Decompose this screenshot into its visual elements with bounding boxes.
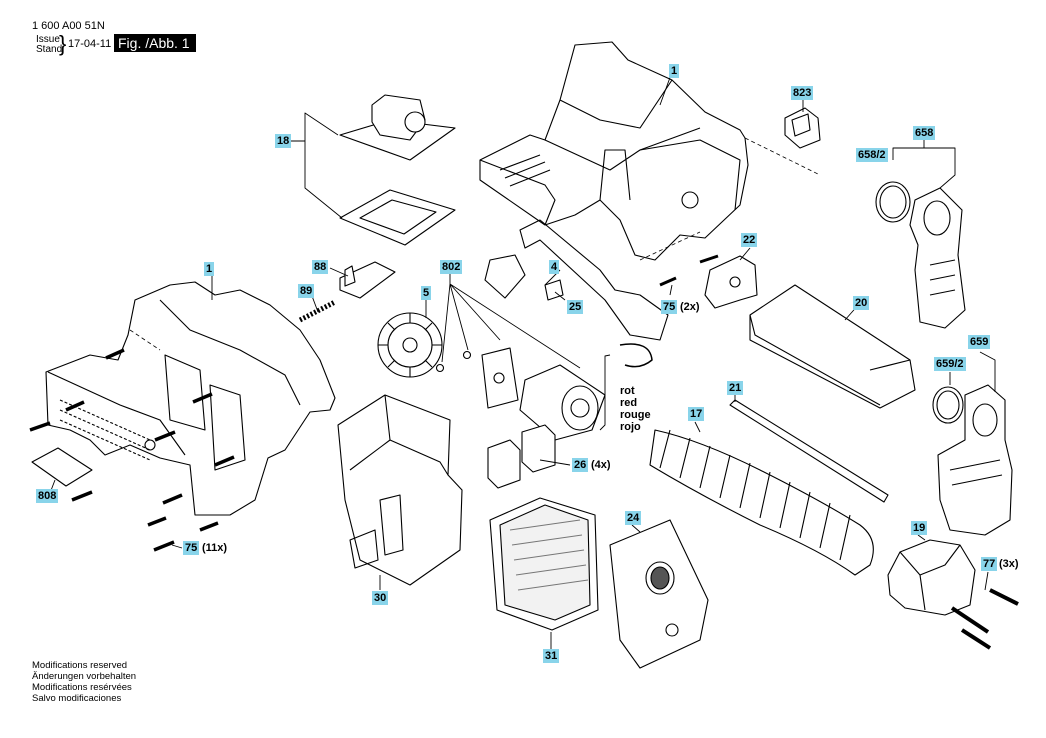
tube-part — [749, 284, 916, 409]
callout-part-31: 31 — [543, 649, 560, 663]
footer-note: Modifications resérvées — [32, 682, 132, 693]
fan-part — [377, 312, 443, 378]
filter-pad-part — [487, 424, 556, 489]
callout-part-1-upper: 1 — [669, 64, 680, 78]
callout-part-5: 5 — [421, 286, 432, 300]
document-number: 1 600 A00 51N — [32, 20, 105, 32]
adapter-part — [932, 384, 1013, 536]
bracket-part — [484, 219, 669, 368]
callout-part-17: 17 — [688, 407, 705, 421]
callout-part-21: 21 — [727, 381, 744, 395]
callout-part-26: 26 — [572, 458, 589, 472]
callout-part-24: 24 — [625, 511, 642, 525]
rod-part — [729, 399, 889, 503]
leader-lines — [49, 71, 996, 649]
wire-color-label: rot — [620, 385, 635, 397]
callout-part-25: 25 — [567, 300, 584, 314]
washer-part — [435, 347, 519, 409]
cover-part — [609, 519, 709, 669]
callout-part-4: 4 — [549, 260, 560, 274]
quantity-77: (3x) — [999, 558, 1019, 570]
callout-part-88: 88 — [312, 260, 329, 274]
screw-group-75 — [29, 348, 235, 552]
modifications-note: Modifications reserved Änderungen vorbeh… — [32, 660, 136, 704]
footer-note: Modifications reserved — [32, 660, 128, 671]
wire-color-label: red — [620, 397, 638, 409]
screw-group-77 — [950, 588, 1019, 650]
guide-part — [875, 181, 966, 329]
quantity-75-lower: (11x) — [202, 542, 228, 554]
stand-label: Stand — [36, 44, 63, 55]
assembly-lines — [129, 137, 821, 351]
callout-part-19: 19 — [911, 521, 928, 535]
wire-color-labels: rot red rouge rojo — [620, 385, 651, 433]
issue-date: 17-04-11 — [68, 38, 112, 50]
callout-part-659-2: 659/2 — [934, 357, 966, 371]
callout-part-802: 802 — [440, 260, 463, 274]
container-part — [337, 394, 463, 586]
nozzle-part — [887, 539, 976, 616]
dust-cup-part — [339, 94, 456, 246]
filter-part — [489, 497, 599, 631]
motor-part — [519, 364, 606, 441]
issue-label: Issue — [36, 34, 60, 45]
wire-color-label: rojo — [620, 421, 641, 433]
callout-part-30: 30 — [372, 591, 389, 605]
figure-label: Fig. /Abb. 1 — [114, 34, 196, 52]
quantity-26: (4x) — [591, 459, 611, 471]
housing-lower-part — [45, 281, 336, 516]
callout-part-89: 89 — [298, 284, 315, 298]
quantity-75-upper: (2x) — [680, 301, 700, 313]
housing-upper-part — [479, 41, 749, 261]
callout-part-1-lower: 1 — [204, 262, 215, 276]
callout-part-658: 658 — [913, 126, 936, 140]
callout-part-75-upper: 75 — [661, 300, 678, 314]
callout-part-77: 77 — [981, 557, 998, 571]
lid-part — [339, 261, 396, 299]
callout-part-75-lower: 75 — [183, 541, 200, 555]
spring-part — [298, 299, 337, 323]
callout-part-22: 22 — [741, 233, 758, 247]
callout-part-659: 659 — [968, 335, 991, 349]
footer-note: Änderungen vorbehalten — [32, 671, 137, 682]
callout-part-658-2: 658/2 — [856, 148, 888, 162]
wire-color-label: rouge — [620, 409, 651, 421]
callout-part-808: 808 — [36, 489, 59, 503]
clip-part — [784, 107, 821, 149]
issue-brace: } — [59, 31, 67, 56]
callout-part-20: 20 — [853, 296, 870, 310]
hose-part — [649, 429, 874, 576]
callout-part-823: 823 — [791, 86, 814, 100]
label-plate-part — [31, 447, 93, 487]
callout-part-18: 18 — [275, 134, 292, 148]
footer-note: Salvo modificaciones — [32, 693, 122, 704]
